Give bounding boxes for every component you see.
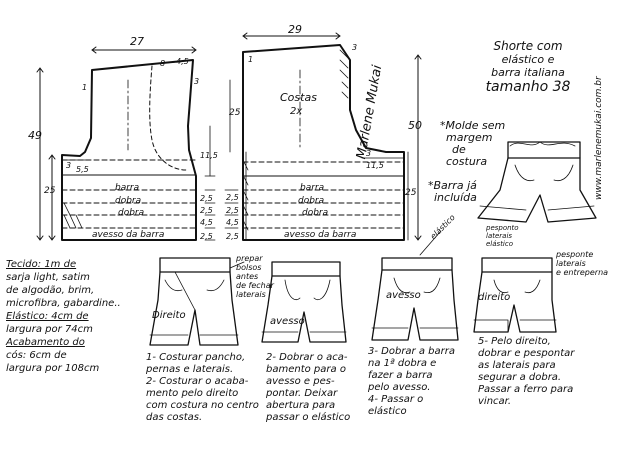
back-label: Costas xyxy=(280,91,317,104)
sketch4-top-note: pesponto laterais elástico xyxy=(486,224,519,248)
fabric-note-line: largura por 74cm xyxy=(6,324,93,335)
front-side-d: 4,5 xyxy=(200,218,213,227)
sketch-hem-view xyxy=(371,231,459,341)
fabric-note-line: microfibra, gabardine.. xyxy=(6,298,121,309)
back-height-lower: 25 xyxy=(405,188,417,198)
back-left-d: 2,5 xyxy=(226,232,239,241)
sketch1-direito-label: Direito xyxy=(152,310,186,321)
fabric-note: Tecido: 1m de sarja light, satim de algo… xyxy=(6,258,121,375)
back-line-dobra-2: dobra xyxy=(302,208,329,218)
front-pattern-piece xyxy=(36,46,216,241)
sketch4-side-note: pesponte laterais e entreperna xyxy=(556,250,609,277)
back-crotch: 11,5 xyxy=(366,161,384,170)
back-line-barra: barra xyxy=(300,183,325,193)
back-left-b: 2,5 xyxy=(226,206,239,215)
front-line-avesso: avesso da barra xyxy=(92,230,165,240)
back-line-avesso: avesso da barra xyxy=(284,230,357,240)
sketch-title-shorts xyxy=(477,141,597,223)
title-block: Shorte com elástico e barra italiana tam… xyxy=(468,39,588,95)
sketch2-avesso-label: avesso xyxy=(270,316,305,327)
fabric-note-line: Elástico: 4cm de xyxy=(6,311,89,322)
fabric-note-line: Tecido: 1m de xyxy=(6,259,77,270)
front-crotch-b: 5,5 xyxy=(76,165,89,174)
sketch4-direito-label: direito xyxy=(478,292,511,303)
front-line-dobra-2: dobra xyxy=(118,208,145,218)
front-side-c: 2,5 xyxy=(200,206,213,215)
title-line-2: elástico e xyxy=(501,53,555,66)
front-side-e: 2,5 xyxy=(200,232,213,241)
front-left-small: 1 xyxy=(82,83,88,92)
back-line-dobra-1: dobra xyxy=(298,196,325,206)
front-top-c: 3 xyxy=(194,77,200,86)
fabric-note-line: cós: 6cm de xyxy=(6,350,67,361)
back-left-small: 1 xyxy=(248,55,254,64)
title-line-3: barra italiana xyxy=(491,66,565,79)
back-left-c: 4,5 xyxy=(226,218,239,227)
website-text: www.marlenemukai.com.br xyxy=(594,76,604,200)
front-side-a: 11,5 xyxy=(200,151,218,160)
back-left-a: 2,5 xyxy=(226,193,239,202)
front-width-label: 27 xyxy=(130,35,144,48)
sketch-inside-view xyxy=(261,261,347,343)
title-line-4: tamanho 38 xyxy=(485,79,571,95)
front-line-barra: barra xyxy=(115,183,140,193)
step-3-4-text: 3- Dobrar a barra na 1ª dobra e fazer a … xyxy=(368,346,455,417)
title-line-1: Shorte com xyxy=(493,39,563,53)
fabric-note-line: Acabamento do xyxy=(6,337,85,348)
front-crotch-a: 3 xyxy=(66,161,72,170)
fabric-note-line: sarja light, satim xyxy=(6,272,90,283)
fabric-note-line: de algodão, brim, xyxy=(6,285,95,296)
note-molde: *Molde sem margem de costura xyxy=(440,119,506,168)
front-top-b: 4,5 xyxy=(176,57,189,66)
back-top-small: 3 xyxy=(352,43,358,52)
back-right-small: 3 xyxy=(366,149,372,158)
sketch3-avesso-label: avesso xyxy=(386,290,421,301)
step-1-2-text: 1- Costurar pancho, pernas e laterais. 2… xyxy=(146,352,259,423)
sketch-front-view xyxy=(149,257,245,346)
front-line-dobra-1: dobra xyxy=(115,196,142,206)
front-height-total: 49 xyxy=(28,129,42,142)
note-barra: *Barra já incluída xyxy=(428,179,477,204)
front-top-a: 8 xyxy=(160,59,166,68)
fabric-note-line: largura por 108cm xyxy=(6,363,100,374)
sketch1-side-note: prepar bolsos antes de fechar laterais xyxy=(236,254,274,299)
front-side-b: 2,5 xyxy=(200,194,213,203)
back-count: 2x xyxy=(290,106,303,117)
back-height-total: 50 xyxy=(408,119,422,132)
back-left-height: 25 xyxy=(229,108,241,118)
front-height-lower: 25 xyxy=(44,186,56,196)
back-pattern-piece xyxy=(224,32,422,241)
step-2-text: 2- Dobrar o aca- bamento para o avesso e… xyxy=(266,352,351,423)
step-5-text: 5- Pelo direito, dobrar e pespontar as l… xyxy=(478,336,575,407)
back-width-label: 29 xyxy=(288,23,302,36)
sketch-finished-view xyxy=(473,257,557,333)
